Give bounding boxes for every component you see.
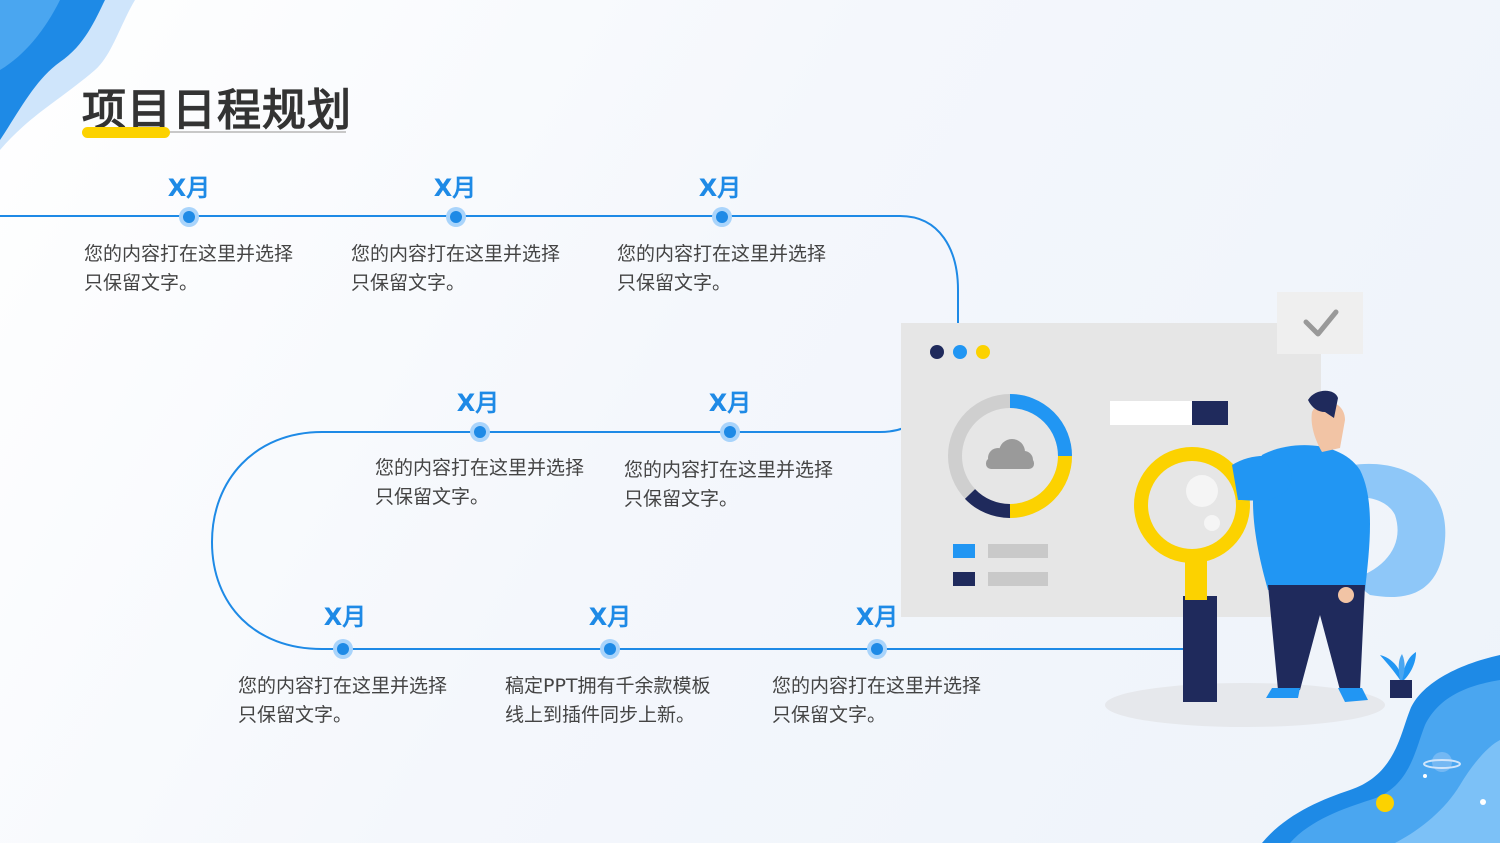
timeline-month-label: X月 <box>698 174 742 202</box>
donut-graphic <box>948 394 1072 519</box>
timeline-description-line: 只保留文字。 <box>84 272 199 294</box>
timeline-month-label: X月 <box>708 389 752 417</box>
timeline-description-line: 只保留文字。 <box>238 704 353 726</box>
title-underline <box>170 131 346 133</box>
timeline-description-line: 线上到插件同步上新。 <box>505 704 696 726</box>
timeline-node <box>600 639 620 659</box>
timeline-description: 您的内容打在这里并选择只保留文字。 <box>351 240 611 298</box>
timeline-month-label: X月 <box>855 603 899 631</box>
timeline-node <box>179 207 199 227</box>
timeline-description-line: 您的内容打在这里并选择 <box>772 675 982 697</box>
title-underline-accent <box>82 127 170 138</box>
timeline-description-line: 您的内容打在这里并选择 <box>238 675 448 697</box>
timeline-description-line: 只保留文字。 <box>772 704 887 726</box>
timeline-description-line: 只保留文字。 <box>624 488 739 510</box>
timeline-description: 您的内容打在这里并选择只保留文字。 <box>238 672 498 730</box>
timeline-description-line: 您的内容打在这里并选择 <box>84 243 294 265</box>
timeline-node <box>712 207 732 227</box>
timeline-node <box>470 422 490 442</box>
check-icon <box>1303 309 1339 337</box>
timeline-description: 您的内容打在这里并选择只保留文字。 <box>617 240 877 298</box>
timeline-description: 您的内容打在这里并选择只保留文字。 <box>84 240 344 298</box>
timeline-description-line: 稿定PPT拥有千余款模板 <box>505 675 711 697</box>
timeline-node <box>867 639 887 659</box>
check-card <box>1277 292 1363 354</box>
timeline-month-label: X月 <box>323 603 367 631</box>
magnifier-icon <box>1134 447 1292 702</box>
timeline-description-line: 您的内容打在这里并选择 <box>617 243 827 265</box>
timeline-description-line: 您的内容打在这里并选择 <box>351 243 561 265</box>
timeline-description-line: 只保留文字。 <box>375 486 490 508</box>
timeline-description-line: 您的内容打在这里并选择 <box>375 457 585 479</box>
timeline-month-label: X月 <box>167 174 211 202</box>
plant-icon <box>1380 652 1416 698</box>
timeline-description: 您的内容打在这里并选择只保留文字。 <box>624 456 884 514</box>
timeline-node <box>333 639 353 659</box>
cloud-icon <box>986 439 1034 469</box>
timeline-month-label: X月 <box>456 389 500 417</box>
timeline-description-line: 您的内容打在这里并选择 <box>624 459 834 481</box>
timeline-month-label: X月 <box>588 603 632 631</box>
timeline-node <box>446 207 466 227</box>
timeline-month-label: X月 <box>433 174 477 202</box>
timeline-description: 您的内容打在这里并选择只保留文字。 <box>375 454 635 512</box>
timeline-description-line: 只保留文字。 <box>351 272 466 294</box>
timeline-description: 您的内容打在这里并选择只保留文字。 <box>772 672 1032 730</box>
timeline-description: 稿定PPT拥有千余款模板线上到插件同步上新。 <box>505 672 765 730</box>
timeline-description-line: 只保留文字。 <box>617 272 732 294</box>
timeline-node <box>720 422 740 442</box>
